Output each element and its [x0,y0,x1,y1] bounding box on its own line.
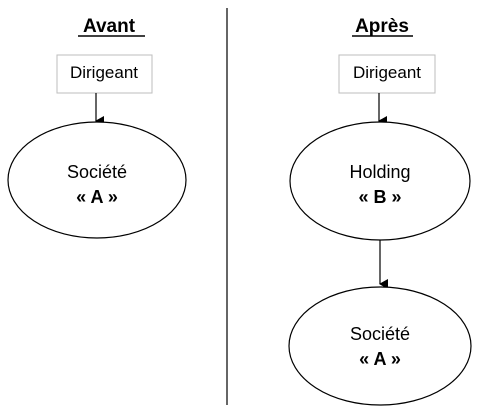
after-holding-name: Holding [349,162,410,182]
before-dirigeant-box [56,54,153,94]
after-heading: Après [355,16,409,37]
after-dirigeant-label: Dirigeant [353,63,421,82]
after-dirigeant-box [338,54,436,94]
after-company-ellipse [288,286,472,406]
after-company-name: Société [350,324,410,344]
after-holding-code: « B » [358,187,401,207]
before-company-ellipse [7,121,187,239]
before-company-name: Société [67,162,127,182]
after-company-code: « A » [359,349,401,369]
before-company-code: « A » [76,187,118,207]
before-heading: Avant [83,16,136,37]
before-dirigeant-label: Dirigeant [70,63,138,82]
after-section: Après Dirigeant Holding « B » Société « … [288,16,472,406]
before-section: Avant Dirigeant Société « A » [7,16,187,239]
